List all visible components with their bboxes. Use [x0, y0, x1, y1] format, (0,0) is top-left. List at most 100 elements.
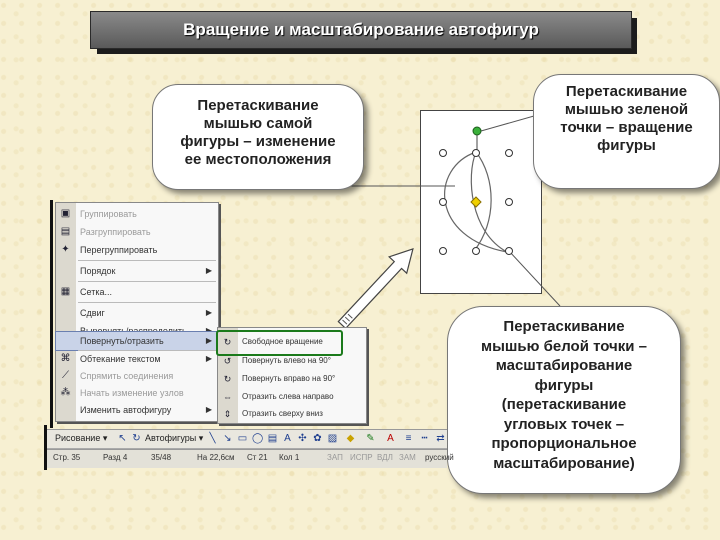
menu-item-group[interactable]: ▣ Группировать: [56, 205, 218, 223]
status-ext[interactable]: ВДЛ: [377, 453, 393, 462]
free-rotate-tool-icon[interactable]: ↻: [132, 433, 141, 444]
submenu-arrow-icon: ▶: [205, 266, 212, 275]
clipart-tool-icon[interactable]: ✿: [313, 433, 322, 444]
menu-item-label: Спрямить соединения: [80, 371, 174, 381]
font-color-icon[interactable]: A: [387, 433, 394, 444]
scale-callout-line-3: масштабирование: [495, 357, 633, 374]
menu-item-reroute[interactable]: ⟋ Спрямить соединения: [56, 367, 218, 385]
submenu-item-flip-vertical[interactable]: ⇕ Отразить сверху вниз: [218, 405, 366, 423]
submenu-arrow-icon: ▶: [205, 336, 212, 345]
status-trk[interactable]: ИСПР: [350, 453, 373, 462]
rotate-callout-line-2: мышью зеленой: [564, 101, 689, 118]
scale-callout-line-7: пропорциональное: [491, 435, 637, 452]
edit-points-icon: ⁂: [60, 387, 71, 398]
arrow-style-icon[interactable]: ⇄: [436, 433, 445, 444]
regroup-icon: ✦: [61, 244, 70, 255]
scale-callout-line-6: угловых точек –: [503, 415, 625, 433]
submenu-item-label: Повернуть влево на 90°: [242, 356, 331, 365]
crescent-inner-arc: [473, 151, 492, 252]
menu-item-grid[interactable]: ▦ Сетка...: [56, 283, 218, 301]
menu-separator: [78, 281, 216, 282]
select-objects-icon[interactable]: ↖: [118, 433, 127, 444]
resize-handle-mr: [505, 198, 513, 206]
line-color-icon[interactable]: ✎: [366, 433, 375, 444]
adjust-handle: [470, 196, 482, 208]
submenu-item-label: Отразить слева направо: [242, 392, 334, 401]
draw-menu: ▣ Группировать ▤ Разгруппировать ✦ Перег…: [55, 202, 219, 422]
arrow-tool-icon[interactable]: ↘: [223, 433, 232, 444]
menu-item-label: Изменить автофигуру: [80, 405, 172, 415]
menu-item-text-wrap[interactable]: ⌘ Обтекание текстом ▶: [56, 350, 218, 368]
fill-color-icon[interactable]: ◆: [346, 433, 355, 444]
status-ovr[interactable]: ЗАМ: [399, 453, 416, 462]
flip-horizontal-icon: ⇔: [223, 392, 232, 402]
status-position: На 22,6см: [197, 453, 235, 462]
status-rec[interactable]: ЗАП: [327, 453, 343, 462]
resize-handle-tc: [472, 149, 480, 157]
rotate-right-icon: ↻: [223, 374, 232, 384]
wordart-tool-icon[interactable]: A: [284, 433, 291, 444]
menu-item-nudge[interactable]: Сдвиг ▶: [56, 304, 218, 322]
line-style-icon[interactable]: ≡: [405, 433, 412, 444]
submenu-item-flip-horizontal[interactable]: ⇔ Отразить слева направо: [218, 388, 366, 406]
rotate-callout-line-3: точки – вращение: [560, 119, 693, 136]
status-page: Стр. 35: [53, 453, 81, 462]
status-language: русский: [425, 453, 454, 462]
menu-item-label: Выровнять/распределить: [80, 326, 187, 336]
rotate-callout-line-1: Перетаскивание: [565, 83, 688, 100]
menu-item-label: Сдвиг: [80, 308, 105, 318]
reroute-connectors-icon: ⟋: [62, 370, 69, 381]
line-tool-icon[interactable]: ╲: [209, 433, 216, 444]
submenu-arrow-icon: ▶: [205, 354, 212, 363]
menu-item-label: Повернуть/отразить: [80, 336, 164, 346]
draw-menu-button[interactable]: Рисование ▾: [55, 433, 108, 443]
menu-item-ungroup[interactable]: ▤ Разгруппировать: [56, 223, 218, 241]
submenu-item-free-rotate[interactable]: ↻ Свободное вращение: [218, 333, 366, 351]
menu-item-rotate-flip[interactable]: Повернуть/отразить ▶: [55, 331, 219, 351]
oval-tool-icon[interactable]: ◯: [252, 433, 264, 444]
submenu-item-rotate-left[interactable]: ↺ Повернуть влево на 90°: [218, 352, 366, 370]
menu-separator: [78, 302, 216, 303]
textbox-tool-icon[interactable]: ▤: [267, 433, 278, 444]
rotate-left-icon: ↺: [223, 356, 232, 366]
menu-separator: [78, 350, 216, 351]
crescent-shape: [444, 150, 508, 253]
status-bar: Стр. 35 Разд 4 35/48 На 22,6см Ст 21 Кол…: [47, 449, 454, 468]
menu-item-change-autoshape[interactable]: Изменить автофигуру ▶: [56, 401, 218, 419]
menu-item-label: Сетка...: [80, 287, 112, 297]
menu-item-align[interactable]: Выровнять/распределить ▶: [56, 322, 218, 340]
submenu-item-label: Повернуть вправо на 90°: [242, 374, 336, 383]
menu-item-label: Группировать: [80, 209, 137, 219]
move-callout-line-2: мышью самой: [203, 115, 313, 132]
menu-item-edit-points[interactable]: ⁂ Начать изменение узлов: [56, 384, 218, 402]
menu-item-regroup[interactable]: ✦ Перегруппировать: [56, 241, 218, 259]
resize-handle-bc: [472, 247, 480, 255]
submenu-icon-strip: [218, 328, 238, 423]
resize-handle-br: [505, 247, 513, 255]
submenu-arrow-icon: ▶: [205, 308, 212, 317]
window-edge: [50, 200, 53, 428]
menu-icon-strip: [56, 203, 76, 421]
move-callout-line-1: Перетаскивание: [197, 97, 319, 114]
rectangle-tool-icon[interactable]: ▭: [237, 433, 248, 444]
picture-tool-icon[interactable]: ▨: [327, 433, 338, 444]
resize-handle-tr: [505, 149, 513, 157]
menu-item-order[interactable]: Порядок ▶: [56, 262, 218, 280]
menu-item-label: Перегруппировать: [80, 245, 158, 255]
autoshapes-menu-button[interactable]: Автофигуры ▾: [145, 433, 204, 443]
menu-item-label: Разгруппировать: [80, 227, 151, 237]
submenu-item-label: Отразить сверху вниз: [242, 409, 323, 418]
wrap-text-icon: ⌘: [60, 353, 71, 364]
free-rotate-icon: ↻: [223, 337, 232, 347]
rotate-callout-line-4: фигуры: [597, 137, 656, 154]
dash-style-icon[interactable]: ┅: [421, 433, 428, 444]
status-section: Разд 4: [103, 453, 128, 462]
submenu-item-label: Свободное вращение: [242, 337, 323, 346]
window-edge-bottom: [44, 425, 47, 470]
submenu-item-rotate-right[interactable]: ↻ Повернуть вправо на 90°: [218, 370, 366, 388]
diagram-tool-icon[interactable]: ✣: [298, 433, 307, 444]
submenu-arrow-icon: ▶: [205, 326, 212, 335]
free-rotate-highlight: [216, 330, 343, 356]
scale-callout-line-5: (перетаскивание: [501, 396, 627, 413]
